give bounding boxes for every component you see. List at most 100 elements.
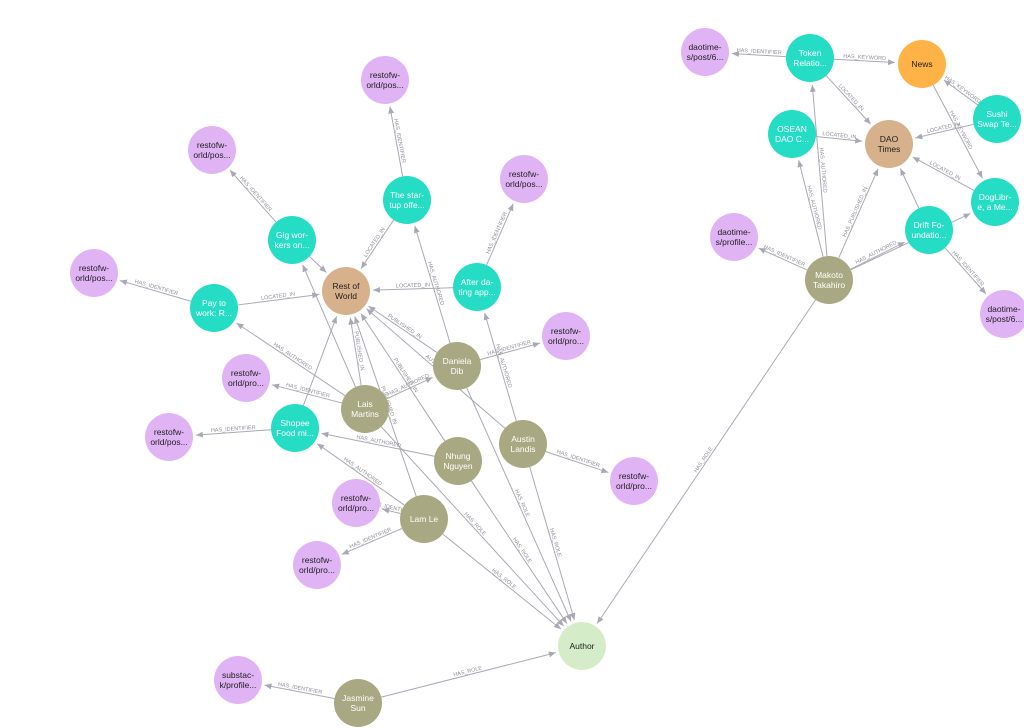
article-node-art6[interactable]: TokenRelatio... — [786, 34, 834, 82]
edge-label: LOCATED_IN — [837, 83, 865, 112]
node-label: s/profile... — [716, 237, 753, 247]
edge-art1-pub1[interactable]: LOCATED_IN — [360, 219, 395, 269]
edge-p1-pub1[interactable]: PUBLISHED_IN — [368, 305, 438, 353]
identifier-node-id11[interactable]: daotime-s/post/6... — [681, 28, 729, 76]
node-circle — [542, 312, 590, 360]
edge-label: LOCATED_IN — [928, 160, 961, 182]
node-circle — [190, 284, 238, 332]
person-node-p5[interactable]: Lam Le — [400, 495, 448, 543]
identifier-node-id2[interactable]: restofw-orld/pos... — [188, 126, 236, 174]
edge-p6-art10[interactable]: HAS_AUTHORED — [850, 240, 906, 270]
edge-p5-id10[interactable]: HAS_IDENTIFIER — [341, 527, 403, 555]
edge-art10-id13[interactable]: HAS_IDENTIFIER — [944, 247, 987, 295]
edge-art6-kw1[interactable]: HAS_KEYWORD — [833, 54, 896, 66]
identifier-node-id14[interactable]: substac-k/profile... — [214, 656, 262, 704]
edge-label: HAS_IDENTIFIER — [556, 449, 601, 469]
edge-art2-pub1[interactable] — [309, 256, 327, 273]
edge-label: HAS_IDENTIFIER — [392, 118, 406, 163]
edge-art3-pub1[interactable]: LOCATED_IN — [237, 292, 320, 306]
edge-art4-id4[interactable]: HAS_IDENTIFIER — [485, 203, 514, 266]
identifier-node-id7[interactable]: restofw-orld/pos... — [145, 413, 193, 461]
node-label: Nhung — [445, 451, 470, 461]
edge-p2-pub1[interactable]: PUBLISHED_IN — [348, 317, 365, 386]
identifier-node-id1[interactable]: restofw-orld/pos... — [361, 56, 409, 104]
edge-p5-role1[interactable]: HAS_ROLE — [442, 533, 562, 630]
node-label: tup offe... — [389, 200, 424, 210]
edge-p2-art2[interactable] — [302, 264, 356, 388]
edge-p1-id6[interactable]: HAS_IDENTIFIER — [480, 340, 541, 361]
edge-line — [195, 429, 272, 438]
identifier-node-id3[interactable]: restofw-orld/pos... — [70, 249, 118, 297]
edge-p7-role1[interactable]: HAS_ROLE — [381, 651, 556, 698]
node-circle — [980, 290, 1024, 338]
edge-art10-pub2[interactable] — [899, 168, 920, 209]
edge-line — [321, 431, 435, 457]
node-circle — [971, 178, 1019, 226]
edge-p6-pub2[interactable]: HAS_PUBLISHED_IN — [838, 168, 879, 259]
edge-art8-kw1[interactable]: HAS_KEYWORD — [943, 75, 982, 106]
edge-art6-id11[interactable]: HAS_IDENTIFIER — [731, 48, 787, 58]
node-label: restofw- — [509, 169, 539, 179]
identifier-node-id8[interactable]: restofw-orld/pro... — [610, 457, 658, 505]
edge-p6-id12[interactable]: HAS_IDENTIFIER — [758, 244, 808, 271]
edge-p2-id5[interactable]: HAS_IDENTIFIER — [272, 382, 342, 404]
edge-line — [943, 79, 978, 106]
edge-line — [480, 342, 541, 361]
identifier-node-id10[interactable]: restofw-orld/pro... — [293, 541, 341, 589]
edge-line — [237, 292, 320, 306]
edge-art2-id2[interactable]: HAS_IDENTIFIER — [229, 169, 277, 223]
edge-p4-art5[interactable]: HAS_AUTHORED — [321, 431, 435, 457]
edge-p6-art6[interactable]: HAS_AUTHORED — [809, 84, 828, 257]
node-circle — [786, 34, 834, 82]
edge-line — [236, 322, 346, 397]
identifier-node-id4[interactable]: restofw-orld/pos... — [500, 155, 548, 203]
identifier-node-id13[interactable]: daotime-s/post/6... — [980, 290, 1024, 338]
article-node-art1[interactable]: The star-tup offe... — [383, 176, 431, 224]
edge-art7-pub2[interactable]: LOCATED_IN — [815, 131, 863, 144]
edge-art6-pub2[interactable]: LOCATED_IN — [825, 75, 872, 125]
identifier-node-id9[interactable]: restofw-orld/pro... — [332, 479, 380, 527]
node-circle — [768, 110, 816, 158]
node-circle — [558, 622, 606, 670]
edge-art3-id3[interactable]: HAS_IDENTIFIER — [119, 279, 192, 302]
node-circle — [681, 28, 729, 76]
edge-line — [442, 533, 562, 630]
identifier-node-id6[interactable]: restofw-orld/pro... — [542, 312, 590, 360]
article-node-art4[interactable]: After da-ting app... — [453, 263, 501, 311]
edge-p6-art7[interactable]: HAS_AUTHORED — [797, 160, 824, 257]
edge-p3-art4[interactable]: HAS_AUTHORED — [483, 312, 517, 422]
edge-art5-id7[interactable]: HAS_IDENTIFIER — [195, 425, 272, 438]
article-node-art10[interactable]: Drift Fo-undatio... — [905, 206, 953, 254]
edge-art4-pub1[interactable]: LOCATED_IN — [372, 282, 454, 293]
role-node-role1[interactable]: Author — [558, 622, 606, 670]
edge-line — [912, 156, 975, 191]
edge-line — [545, 451, 609, 474]
edge-p3-id8[interactable]: HAS_IDENTIFIER — [545, 449, 609, 474]
identifier-node-id5[interactable]: restofw-orld/pro... — [222, 354, 270, 402]
edge-art9-pub2[interactable]: LOCATED_IN — [912, 156, 975, 191]
edge-line — [119, 279, 192, 302]
article-node-art2[interactable]: Gig wor-kers on... — [268, 216, 316, 264]
edge-art1-id1[interactable]: HAS_IDENTIFIER — [388, 106, 406, 177]
edge-p7-id14[interactable]: HAS_IDENTIFIER — [264, 682, 335, 699]
identifier-node-id12[interactable]: daotime-s/profile... — [710, 213, 758, 261]
edge-label: HAS_AUTHORED — [272, 342, 313, 372]
edge-line — [483, 312, 517, 422]
edge-line — [380, 426, 565, 627]
article-node-art9[interactable]: DogLibr-e, a Me... — [971, 178, 1019, 226]
keyword-node-kw1[interactable]: News — [898, 40, 946, 88]
node-label: restofw- — [231, 368, 261, 378]
